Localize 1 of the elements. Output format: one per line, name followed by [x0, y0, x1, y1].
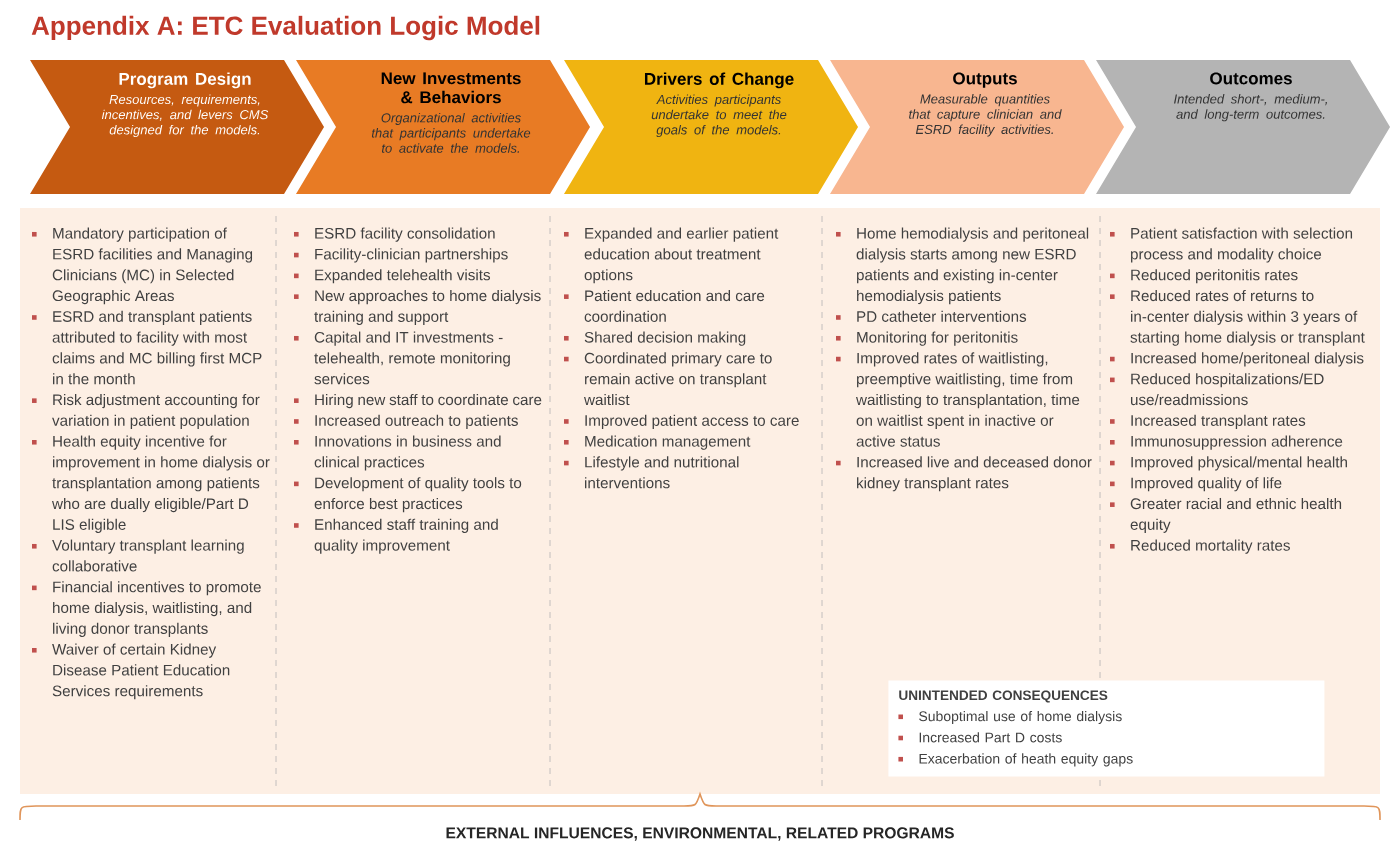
- title: Appendix A: ETC Evaluation Logic Model: [31, 15, 540, 41]
